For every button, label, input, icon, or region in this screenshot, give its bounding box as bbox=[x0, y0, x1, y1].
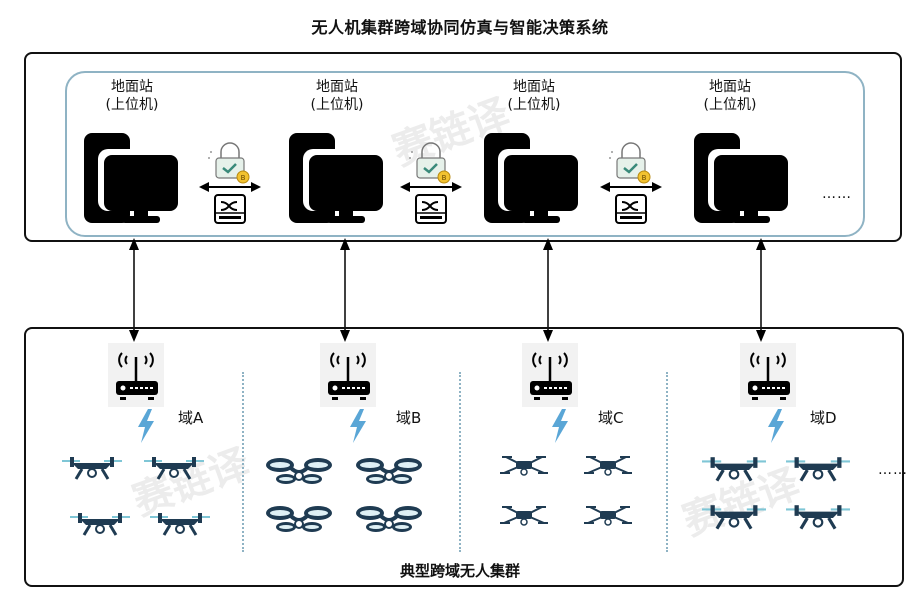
lightning-icon bbox=[138, 409, 154, 443]
drone-icon bbox=[142, 455, 206, 481]
drone-icon bbox=[499, 456, 549, 476]
lock-check-icon bbox=[609, 142, 646, 179]
domain-label: 域C bbox=[598, 409, 624, 427]
domain-divider bbox=[242, 372, 244, 552]
lock-check-icon bbox=[208, 142, 245, 179]
ground-station-4: 地面站 (上位机) bbox=[680, 78, 780, 114]
secure-link-3: B bbox=[600, 142, 662, 224]
drone-icon bbox=[264, 504, 334, 534]
computer-icon bbox=[289, 133, 385, 223]
uplink-arrow-4 bbox=[756, 238, 766, 342]
drone-icon bbox=[264, 456, 334, 486]
bidirectional-arrow-icon bbox=[199, 182, 261, 192]
computer-icon bbox=[694, 133, 790, 223]
secure-link-2: B bbox=[400, 142, 462, 224]
uplink-arrow-2 bbox=[340, 238, 350, 342]
drone-icon bbox=[148, 511, 212, 537]
diagram-title: 无人机集群跨域协同仿真与智能决策系统 bbox=[311, 18, 609, 37]
network-switch-icon bbox=[615, 194, 647, 224]
domain-label: 域D bbox=[810, 409, 837, 427]
svg-text:B: B bbox=[642, 174, 647, 182]
ground-station-label: 地面站 (上位机) bbox=[703, 79, 757, 113]
domain-label: 域A bbox=[178, 409, 204, 427]
drone-icon bbox=[583, 456, 633, 476]
wireless-router-icon bbox=[740, 343, 796, 407]
computer-icon bbox=[484, 133, 580, 223]
ground-station-1: 地面站 (上位机) bbox=[82, 78, 182, 114]
ground-station-group bbox=[65, 71, 865, 237]
drone-icon bbox=[784, 503, 852, 531]
domain-label: 域B bbox=[396, 409, 422, 427]
ground-station-2: 地面站 (上位机) bbox=[287, 78, 387, 114]
drone-icon bbox=[700, 503, 768, 531]
ground-station-label: 地面站 (上位机) bbox=[507, 79, 561, 113]
bitcoin-icon: B bbox=[236, 170, 250, 184]
bidirectional-arrow-icon bbox=[400, 182, 462, 192]
drone-icon bbox=[784, 455, 852, 483]
ground-station-label: 地面站 (上位机) bbox=[105, 79, 159, 113]
ground-station-label: 地面站 (上位机) bbox=[310, 79, 364, 113]
swarm-layer bbox=[24, 327, 904, 587]
drone-icon bbox=[700, 455, 768, 483]
drone-icon bbox=[583, 506, 633, 526]
drone-icon bbox=[499, 506, 549, 526]
ground-station-layer bbox=[24, 52, 902, 242]
drone-icon bbox=[60, 455, 124, 481]
wireless-router-icon bbox=[320, 343, 376, 407]
svg-text:B: B bbox=[442, 174, 447, 182]
drone-icon bbox=[354, 504, 424, 534]
lightning-icon bbox=[768, 409, 784, 443]
drone-icon bbox=[68, 511, 132, 537]
network-switch-icon bbox=[214, 194, 246, 224]
domain-d-header: 域D bbox=[740, 343, 837, 443]
domain-b-header: 域B bbox=[320, 343, 421, 443]
more-stations-ellipsis: …… bbox=[822, 186, 852, 202]
bitcoin-icon: B bbox=[637, 170, 651, 184]
computer-icon bbox=[84, 133, 180, 223]
swarm-layer-title: 典型跨域无人集群 bbox=[399, 562, 520, 580]
uplink-arrow-1 bbox=[129, 238, 139, 342]
domain-a-header: 域A bbox=[108, 343, 203, 443]
ground-station-3: 地面站 (上位机) bbox=[484, 78, 584, 114]
lightning-icon bbox=[350, 409, 366, 443]
more-domains-ellipsis: …… bbox=[878, 462, 908, 478]
bidirectional-arrow-icon bbox=[600, 182, 662, 192]
drone-icon bbox=[354, 456, 424, 486]
lightning-icon bbox=[552, 409, 568, 443]
wireless-router-icon bbox=[108, 343, 164, 407]
network-switch-icon bbox=[415, 194, 447, 224]
lock-check-icon bbox=[409, 142, 446, 179]
uplink-arrow-3 bbox=[543, 238, 553, 342]
bitcoin-icon: B bbox=[437, 170, 451, 184]
domain-divider bbox=[666, 372, 668, 552]
svg-text:B: B bbox=[241, 174, 246, 182]
domain-c-header: 域C bbox=[522, 343, 623, 443]
wireless-router-icon bbox=[522, 343, 578, 407]
domain-divider bbox=[459, 372, 461, 552]
secure-link-1: B bbox=[199, 142, 261, 224]
